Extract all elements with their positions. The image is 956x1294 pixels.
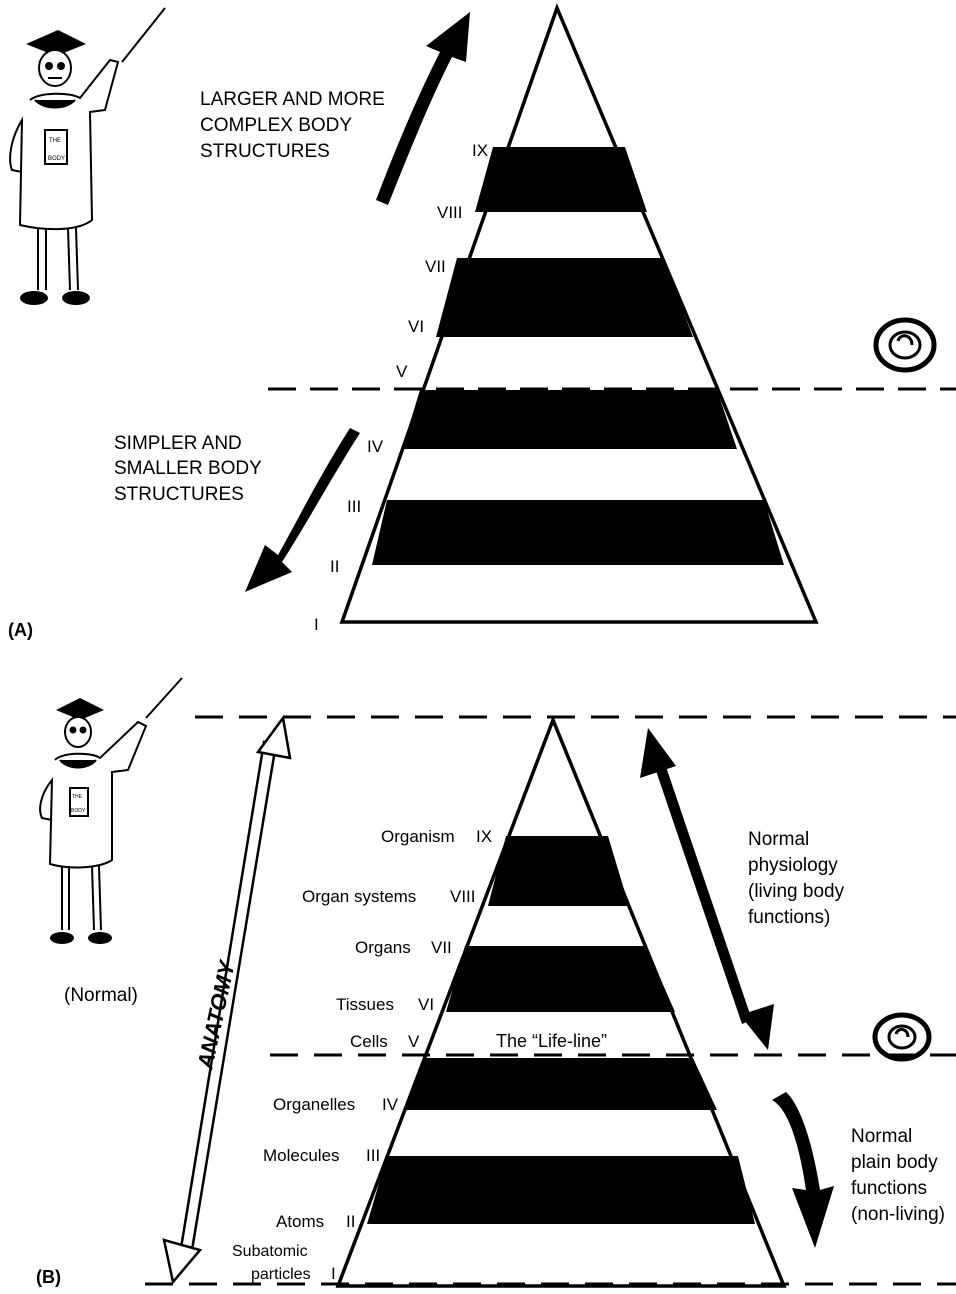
book-text-b-1: THE xyxy=(72,794,83,800)
up-text-line-2: COMPLEX BODY xyxy=(200,115,352,136)
up-text-line-1: LARGER AND MORE xyxy=(200,89,385,110)
level-b-ix-numeral: IX xyxy=(476,827,492,846)
down-arrow-icon xyxy=(245,428,360,592)
lifeline-label: The “Life-line” xyxy=(496,1031,607,1051)
level-b-viii-numeral: VIII xyxy=(450,887,476,906)
cell-swirl-icon-b xyxy=(872,1012,932,1062)
level-a-ii: II xyxy=(330,557,339,576)
level-b-v-numeral: V xyxy=(408,1032,420,1051)
level-a-viii: VIII xyxy=(437,203,463,222)
pyramid-b-band-vi xyxy=(446,946,675,1012)
book-text-a-2: BODY xyxy=(48,156,65,162)
level-b-iv-numeral: IV xyxy=(382,1095,399,1114)
pyramid-b-band-iv xyxy=(405,1058,717,1110)
level-b-iv-name: Organelles xyxy=(273,1095,355,1114)
plain-text-4: (non-living) xyxy=(851,1204,945,1225)
up-text-line-3: STRUCTURES xyxy=(200,141,330,162)
level-a-ix: IX xyxy=(472,141,488,160)
level-b-i-name: particles xyxy=(251,1266,311,1283)
skeleton-professor-icon xyxy=(9,7,166,305)
plain-text-3: functions xyxy=(851,1178,927,1199)
level-a-v: V xyxy=(396,362,408,381)
level-b-vii-numeral: VII xyxy=(431,938,452,957)
level-a-iii: III xyxy=(347,497,361,516)
pyramid-b-band-ii xyxy=(367,1156,755,1224)
pyramid-a-outline xyxy=(339,3,819,624)
pyramid-a-band-viii xyxy=(475,147,647,212)
physiology-text-2: physiology xyxy=(748,855,838,876)
panel-b: ANATOMY Organism IX Organ systems VIII O… xyxy=(36,677,956,1288)
level-b-ix-name: Organism xyxy=(381,827,455,846)
normal-label: (Normal) xyxy=(64,985,138,1006)
level-b-ii-numeral: II xyxy=(346,1212,355,1231)
down-text-line-3: STRUCTURES xyxy=(114,484,244,505)
level-a-vi: VI xyxy=(408,317,424,336)
level-a-vii: VII xyxy=(425,257,446,276)
level-b-i-numeral: I xyxy=(331,1264,336,1283)
level-a-i: I xyxy=(314,615,319,634)
level-b-viii-name: Organ systems xyxy=(302,887,416,906)
panel-b-label: (B) xyxy=(36,1267,61,1287)
plain-down-arrow-icon xyxy=(772,1092,834,1248)
down-text-line-1: SIMPLER AND xyxy=(114,433,242,454)
plain-text-2: plain body xyxy=(851,1152,938,1173)
panel-a-label: (A) xyxy=(8,620,33,640)
level-b-vi-numeral: VI xyxy=(418,995,434,1014)
pyramid-a-band-vi xyxy=(436,258,693,337)
pyramid-a-band-iv xyxy=(402,390,737,449)
physiology-double-arrow-icon xyxy=(640,728,774,1050)
physiology-text-3: (living body xyxy=(748,881,845,902)
physiology-text-4: functions) xyxy=(748,907,830,928)
book-text-a-1: THE xyxy=(49,138,61,144)
down-text-line-2: SMALLER BODY xyxy=(114,458,262,479)
skeleton-professor-icon-b xyxy=(39,677,183,944)
level-b-iii-name: Molecules xyxy=(263,1146,340,1165)
level-b-vii-name: Organs xyxy=(355,938,411,957)
panel-a: I II III IV V VI VII VIII IX LARGER AND … xyxy=(8,3,956,640)
book-text-b-2: BODY xyxy=(71,808,86,814)
level-b-ii-name: Atoms xyxy=(276,1212,324,1231)
level-b-v-name: Cells xyxy=(350,1032,388,1051)
anatomy-label: ANATOMY xyxy=(192,957,240,1072)
pyramid-b-outline xyxy=(335,715,787,1288)
pyramid-b-band-viii xyxy=(488,836,629,906)
plain-text-1: Normal xyxy=(851,1126,912,1147)
level-a-iv: IV xyxy=(367,437,384,456)
cell-swirl-icon xyxy=(873,317,937,373)
level-b-vi-name: Tissues xyxy=(336,995,394,1014)
physiology-text-1: Normal xyxy=(748,829,809,850)
anatomy-double-arrow-icon xyxy=(162,714,292,1285)
up-arrow-icon xyxy=(376,12,470,205)
pyramid-a-band-ii xyxy=(372,500,784,565)
level-b-i-prefix: Subatomic xyxy=(232,1243,308,1260)
level-b-iii-numeral: III xyxy=(366,1146,380,1165)
